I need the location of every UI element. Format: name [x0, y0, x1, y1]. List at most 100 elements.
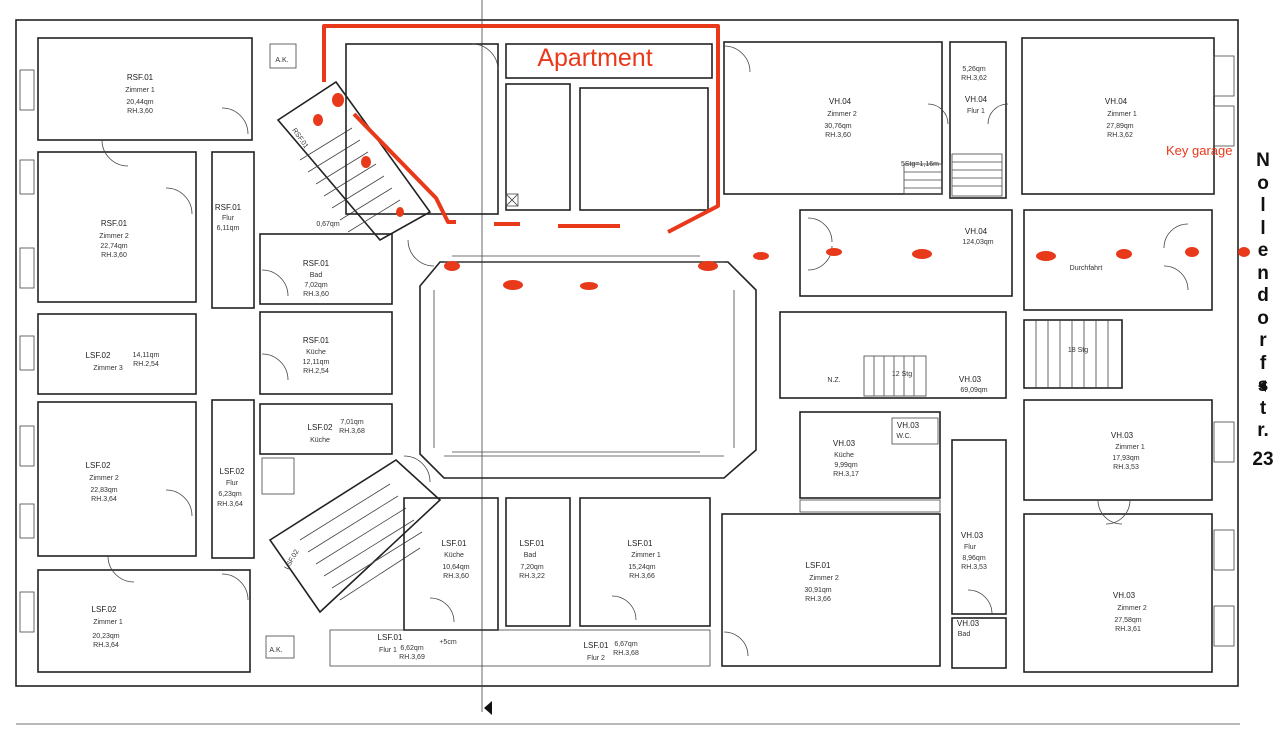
room-label: Flur 1: [967, 108, 985, 115]
street-name: N o l l e n d o r f s t r. 23: [1246, 150, 1280, 471]
room-label: 27,58qm: [1114, 617, 1141, 624]
door-swings: [101, 43, 1189, 657]
room-label: 8,96qm: [962, 555, 986, 562]
dimension-lines: [452, 255, 700, 453]
room-lsf01-zimmer2: [721, 513, 941, 667]
room-label: 10,64qm: [442, 564, 469, 571]
windows: [19, 55, 1235, 647]
street-letter: n: [1257, 262, 1269, 284]
highlight-markers: [313, 93, 1250, 290]
room-vh04-flur1: [949, 41, 1007, 199]
stair-right: [1023, 319, 1123, 389]
room-label: Zimmer 3: [93, 365, 123, 372]
street-letter: e: [1257, 240, 1269, 261]
room-label: LSF.02: [220, 467, 245, 476]
stair-upper-left: [276, 80, 432, 242]
room-label: RSF.01: [127, 73, 154, 82]
room-label: Zimmer 2: [89, 475, 119, 482]
street-letter: N: [1256, 150, 1270, 171]
room-vh03-zimmer1: [1023, 399, 1213, 501]
street-letter: l: [1260, 217, 1266, 239]
room-label: RSF.01: [101, 219, 128, 228]
room-label: RH.3,22: [519, 573, 545, 580]
room-label: 15,24qm: [628, 564, 655, 571]
room-label: Küche: [834, 452, 854, 459]
room-label: RH.3,17: [833, 471, 859, 478]
street-letter: f: [1259, 352, 1267, 374]
room-label: VH.03: [1111, 431, 1134, 440]
room-label: 124,03qm: [962, 239, 993, 246]
room-label: RSF.01: [303, 259, 330, 268]
room-label: LSF.01: [442, 539, 467, 548]
room-label: VH.03: [1113, 591, 1136, 600]
room-vh03-kueche: [799, 411, 941, 499]
room-label: RH.3,69: [399, 654, 425, 661]
room-label: LSF.01: [806, 561, 831, 570]
area-label: 0,67qm: [316, 221, 340, 228]
street-number: 23: [1252, 448, 1274, 470]
room-label: Zimmer 2: [1117, 605, 1147, 612]
stair-label: 12 Stg: [892, 371, 912, 378]
ak-label: A.K.: [275, 57, 288, 64]
room-durchfahrt: [1023, 209, 1213, 311]
room-label: VH.03: [959, 375, 982, 384]
room-label: 6,62qm: [400, 645, 424, 652]
room-label: LSF.01: [378, 633, 403, 642]
stair-upper-right: [903, 153, 1003, 197]
room-apartment-box: [505, 193, 519, 207]
room-vh03-zimmer2: [1023, 513, 1213, 673]
room-lsf02-zimmer2: [37, 401, 197, 557]
courtyard: [419, 261, 757, 479]
room-label: VH.04: [1105, 97, 1128, 106]
room-label: RH.3,62: [961, 75, 987, 82]
room-label: 30,91qm: [804, 587, 831, 594]
stair-right-steps: [1035, 320, 1109, 388]
room-label: RSF.01: [215, 203, 242, 212]
room-label: 17,93qm: [1112, 455, 1139, 462]
room-label: Bad: [958, 631, 971, 638]
room-vh03-wc: [891, 417, 939, 445]
room-vh03-lower: [799, 499, 941, 513]
room-label: Bad: [524, 552, 537, 559]
room-lsf02-flur: [211, 399, 255, 559]
room-vh03-flur: [951, 439, 1007, 615]
room-label: Küche: [310, 437, 330, 444]
room-label: Flur: [964, 544, 977, 551]
room-label: Zimmer 1: [125, 87, 155, 94]
apartment-label: Apartment: [537, 44, 652, 72]
room-label: Flur 1: [379, 647, 397, 654]
room-label: Flur: [226, 480, 239, 487]
height-label: +5cm: [439, 639, 456, 646]
room-label: LSF.02: [86, 351, 111, 360]
room-label: RH.3,60: [101, 252, 127, 259]
room-lsf02-zimmer1: [37, 569, 251, 673]
stair-small: [863, 355, 927, 397]
room-label: 14,11qm: [133, 352, 160, 359]
room-label: RH.3,62: [1107, 132, 1133, 139]
room-lsf01-flur: [329, 629, 711, 667]
room-lsf01-bad: [505, 497, 571, 627]
room-label: LSF.02: [86, 461, 111, 470]
street-letter: r.: [1257, 420, 1269, 441]
room-label: Küche: [444, 552, 464, 559]
room-label: VH.04: [965, 227, 988, 236]
room-label: 6,23qm: [218, 491, 242, 498]
room-label: RH.3,60: [443, 573, 469, 580]
room-label: LSF.02: [92, 605, 117, 614]
street-letter: l: [1260, 195, 1266, 216]
room-label: 6,11qm: [217, 225, 240, 232]
room-label: VH.03: [957, 619, 980, 628]
room-label: 27,89qm: [1106, 123, 1133, 130]
room-label: Zimmer 1: [1107, 111, 1137, 118]
room-label: RH.3,68: [339, 428, 365, 435]
room-label: W.C.: [896, 433, 911, 440]
room-label: 6,67qm: [614, 641, 638, 648]
room-label: RH.3,60: [127, 108, 153, 115]
room-label: RH.3,61: [1115, 626, 1141, 633]
room-label: RH.3,53: [1113, 464, 1139, 471]
room-lsf02-kueche: [259, 403, 393, 455]
room-label: 20,23qm: [92, 633, 119, 640]
room-label: Küche: [306, 349, 326, 356]
room-label: 7,20qm: [520, 564, 544, 571]
stair-label: 5Stg=1,16m: [901, 161, 939, 168]
